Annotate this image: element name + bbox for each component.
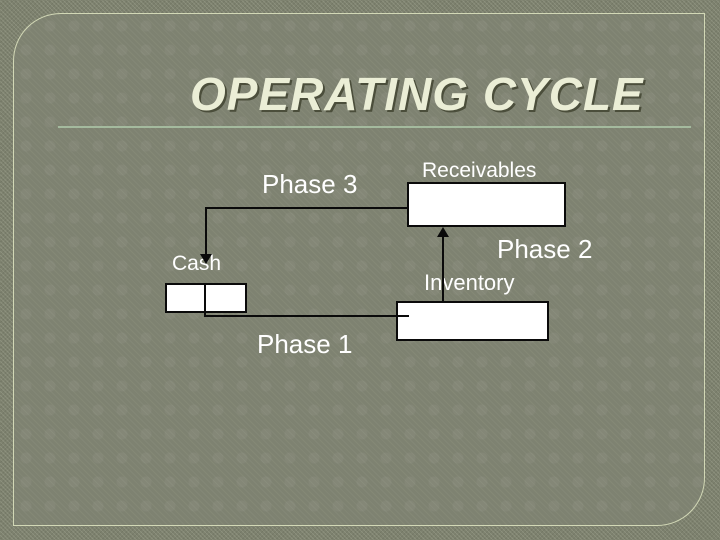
phase1-label: Phase 1 xyxy=(257,329,353,359)
phase2-label: Phase 2 xyxy=(497,234,593,264)
receivables-label: Receivables xyxy=(422,159,537,182)
title-divider-line xyxy=(58,126,691,128)
cash-label: Cash xyxy=(172,252,222,275)
arrow-up-icon xyxy=(437,227,449,237)
inventory-box xyxy=(396,301,549,341)
connector-cash-to-inventory-vertical xyxy=(204,283,206,317)
inventory-label: Inventory xyxy=(424,270,515,295)
slide-title: OPERATING CYCLE xyxy=(190,68,644,120)
cash-box xyxy=(165,283,247,313)
slide-frame: OPERATING CYCLE Phase 3 Receivables Cash… xyxy=(13,13,705,526)
phase3-label: Phase 3 xyxy=(262,169,358,199)
connector-cash-to-inventory-horizontal xyxy=(204,315,409,317)
receivables-box xyxy=(407,182,566,227)
connector-receivables-to-cash-horizontal xyxy=(205,207,407,209)
connector-inventory-to-receivables-vertical xyxy=(442,237,444,301)
connector-receivables-to-cash-vertical xyxy=(205,207,207,255)
arrow-down-icon xyxy=(200,254,212,264)
